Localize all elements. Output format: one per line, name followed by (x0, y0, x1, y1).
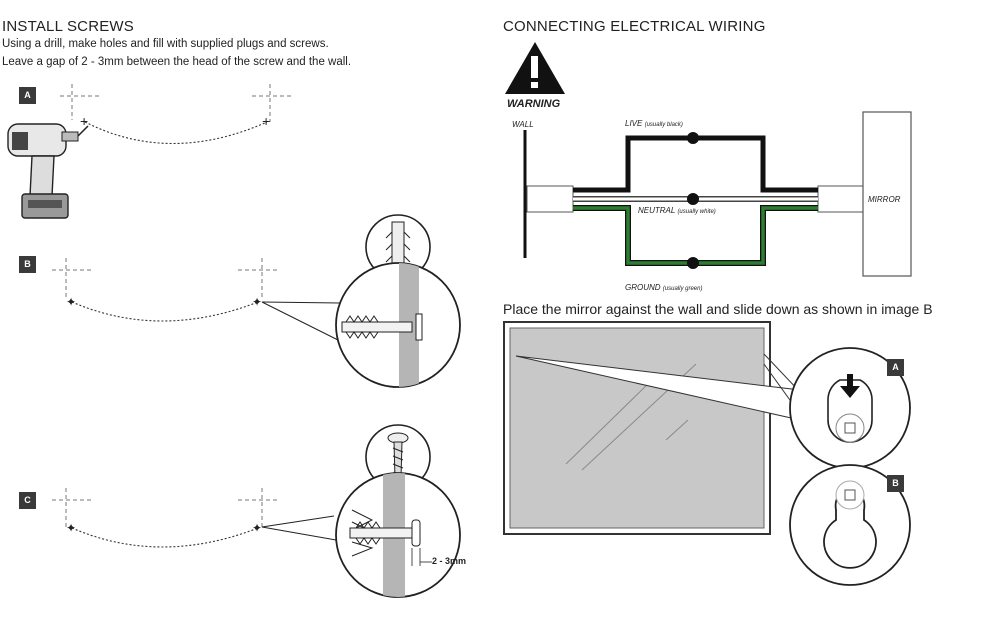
mirror-label: MIRROR (868, 195, 901, 204)
step-c-badge: C (19, 492, 36, 509)
crosshair-marks-b (52, 258, 280, 300)
warning-icon (505, 42, 565, 94)
detail-a-badge: A (887, 359, 904, 376)
svg-text:✦: ✦ (252, 521, 262, 535)
svg-text:✦: ✦ (66, 295, 76, 309)
cable-sheath-right (817, 185, 865, 213)
step-b-badge: B (19, 256, 36, 273)
svg-text:✦: ✦ (252, 295, 262, 309)
wiring-title: CONNECTING ELECTRICAL WIRING (503, 18, 766, 35)
crosshair-marks-c (52, 488, 280, 530)
cable-sheath-left (526, 185, 574, 213)
arrow-down-icon (840, 374, 860, 398)
crosshair-marks-a (60, 84, 292, 122)
live-label: LIVE (usually black) (625, 119, 683, 128)
drill-icon (7, 123, 89, 219)
svg-text:✦: ✦ (66, 521, 76, 535)
neutral-label: NEUTRAL (usually white) (638, 206, 716, 215)
ground-connector (687, 257, 699, 269)
dotted-arc-b (71, 301, 259, 322)
svg-text:+: + (80, 113, 88, 129)
install-title: INSTALL SCREWS (2, 18, 134, 35)
detail-b-badge: B (887, 475, 904, 492)
svg-text:+: + (262, 113, 270, 129)
ground-label: GROUND (usually green) (625, 283, 703, 292)
neutral-connector (687, 193, 699, 205)
install-instruction-1: Using a drill, make holes and fill with … (2, 38, 329, 50)
live-connector (687, 132, 699, 144)
dotted-arc-c (71, 527, 259, 548)
wall-label: WALL (512, 120, 534, 129)
gap-label: 2 - 3mm (432, 556, 467, 566)
mirror-glass (509, 327, 765, 529)
mirror-box (862, 111, 912, 277)
keyhole-slot-b (823, 495, 877, 569)
placement-instruction: Place the mirror against the wall and sl… (503, 301, 933, 317)
install-instruction-2: Leave a gap of 2 - 3mm between the head … (2, 56, 352, 68)
warning-label: WARNING (507, 98, 561, 110)
step-a-badge: A (19, 87, 36, 104)
